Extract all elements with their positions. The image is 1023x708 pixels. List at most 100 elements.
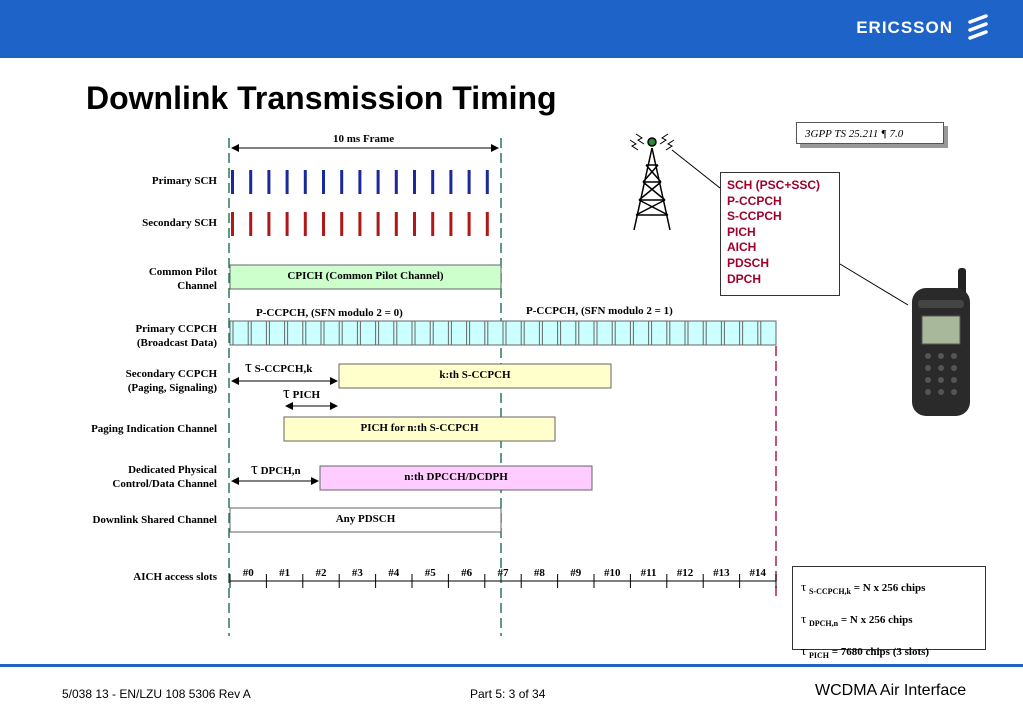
ssch-burst — [413, 212, 416, 236]
psch-burst — [394, 170, 398, 194]
label-pccpch: Primary CCPCH(Broadcast Data) — [135, 323, 217, 349]
channel-item: PICH — [727, 224, 756, 239]
psch-burst — [358, 170, 362, 194]
channel-item: DPCH — [727, 271, 762, 286]
aich-slot-label: #13 — [713, 567, 730, 579]
ssch-burst — [358, 212, 362, 236]
tau-pich-label: τ PICH — [283, 383, 321, 402]
footer-course: WCDMA Air Interface — [815, 682, 967, 699]
sccpch-box — [338, 363, 612, 389]
pdsch-box — [229, 507, 502, 533]
channel-item: AICH — [727, 240, 757, 255]
ssch-burst — [249, 212, 253, 236]
cpich-box — [229, 264, 502, 290]
psch-burst — [467, 170, 471, 194]
legend-dpch: τ DPCH,n = N x 256 chips — [801, 611, 913, 629]
aich-slot-ticks — [229, 574, 777, 588]
psch-burst — [231, 170, 234, 194]
aich-slot-label: #3 — [351, 567, 363, 579]
pich-text: PICH for n:th S-CCPCH — [360, 422, 479, 434]
header-bar — [0, 0, 1023, 58]
ericsson-logo: ERICSSON — [856, 18, 953, 37]
aich-slot-label: #4 — [388, 567, 400, 579]
footer-divider — [0, 664, 1023, 667]
label-aich: AICH access slots — [133, 571, 217, 583]
legend-sccpch: τ S-CCPCH,k = N x 256 chips — [801, 579, 926, 597]
ssch-burst — [267, 212, 271, 236]
psch-burst — [303, 170, 307, 194]
psch-burst — [431, 170, 435, 194]
psch-burst — [285, 170, 289, 194]
aich-slot-label: #11 — [640, 567, 657, 579]
psch-burst — [267, 170, 271, 194]
base-station-tower-icon — [629, 133, 675, 231]
psch-burst — [249, 170, 253, 194]
psch-burst — [449, 170, 453, 194]
mobile-phone-icon — [912, 268, 970, 416]
ssch-burst — [285, 212, 289, 236]
aich-slot-label: #8 — [533, 567, 545, 579]
psch-burst — [485, 170, 489, 194]
pccpch-sfn1-label: P-CCPCH, (SFN modulo 2 = 1) — [526, 305, 673, 317]
legend-pich: τ PICH = 7680 chips (3 slots) — [801, 643, 930, 661]
channel-item: S-CCPCH — [727, 209, 782, 224]
tau-sccpch-label: τ S-CCPCH,k — [245, 357, 313, 376]
ssch-burst — [303, 212, 307, 236]
list-to-phone-line — [839, 263, 909, 306]
aich-slot-label: #0 — [242, 567, 254, 579]
tau-legend: τ S-CCPCH,k = N x 256 chips τ DPCH,n = N… — [792, 566, 986, 661]
label-sccpch: Secondary CCPCH(Paging, Signaling) — [125, 368, 217, 394]
aich-slot-label: #9 — [570, 567, 582, 579]
label-primary-sch: Primary SCH — [151, 175, 217, 187]
ssch-burst — [394, 212, 398, 236]
ericsson-logo-icon — [968, 14, 988, 40]
reference-note: 3GPP TS 25.211 ¶ 7.0 — [796, 122, 944, 144]
psch-burst — [340, 170, 344, 194]
footer-page: Part 5: 3 of 34 — [470, 687, 546, 701]
aich-slot-label: #1 — [279, 567, 291, 579]
tower-to-list-line — [671, 149, 721, 189]
ssch-burst — [322, 212, 325, 236]
label-pich: Paging Indication Channel — [91, 423, 217, 435]
aich-slot-label: #5 — [424, 567, 436, 579]
dpch-text: n:th DPCCH/DCDPH — [404, 471, 508, 483]
secondary-sch-bars — [231, 212, 489, 236]
pccpch-slot-dividers — [229, 321, 762, 345]
pdsch-text: Any PDSCH — [335, 513, 396, 525]
label-pdsch: Downlink Shared Channel — [92, 514, 217, 526]
ssch-burst — [485, 212, 489, 236]
page-title: Downlink Transmission Timing — [86, 80, 557, 116]
ssch-burst — [431, 212, 435, 236]
ssch-burst — [231, 212, 234, 236]
cpich-text: CPICH (Common Pilot Channel) — [287, 270, 444, 282]
pccpch-sfn0-label: P-CCPCH, (SFN modulo 2 = 0) — [256, 307, 403, 319]
psch-burst — [322, 170, 325, 194]
primary-sch-bars — [231, 170, 489, 194]
sccpch-text: k:th S-CCPCH — [439, 369, 511, 381]
aich-slot-label: #12 — [676, 567, 694, 579]
pich-box — [283, 416, 556, 442]
channel-item: PDSCH — [727, 255, 770, 270]
aich-slot-label: #14 — [749, 567, 767, 579]
channel-item: P-CCPCH — [727, 193, 782, 208]
ssch-burst — [340, 212, 344, 236]
frame-label: 10 ms Frame — [333, 133, 395, 145]
footer-doc-id: 5/038 13 - EN/LZU 108 5306 Rev A — [62, 687, 251, 701]
dpch-box — [319, 465, 593, 491]
downlink-channel-list: SCH (PSC+SSC) P-CCPCH S-CCPCH PICH AICH … — [720, 172, 840, 296]
psch-burst — [413, 170, 416, 194]
aich-slot-label: #10 — [603, 567, 621, 579]
aich-slot-label: #2 — [315, 567, 327, 579]
channel-item: SCH (PSC+SSC) — [727, 178, 821, 192]
aich-slot-label: #6 — [461, 567, 473, 579]
tau-dpch-label: τ DPCH,n — [251, 459, 301, 478]
aich-slot-label: #7 — [497, 567, 509, 579]
ssch-burst — [449, 212, 453, 236]
label-secondary-sch: Secondary SCH — [142, 217, 217, 229]
ssch-burst — [376, 212, 380, 236]
ssch-burst — [467, 212, 471, 236]
psch-burst — [376, 170, 380, 194]
